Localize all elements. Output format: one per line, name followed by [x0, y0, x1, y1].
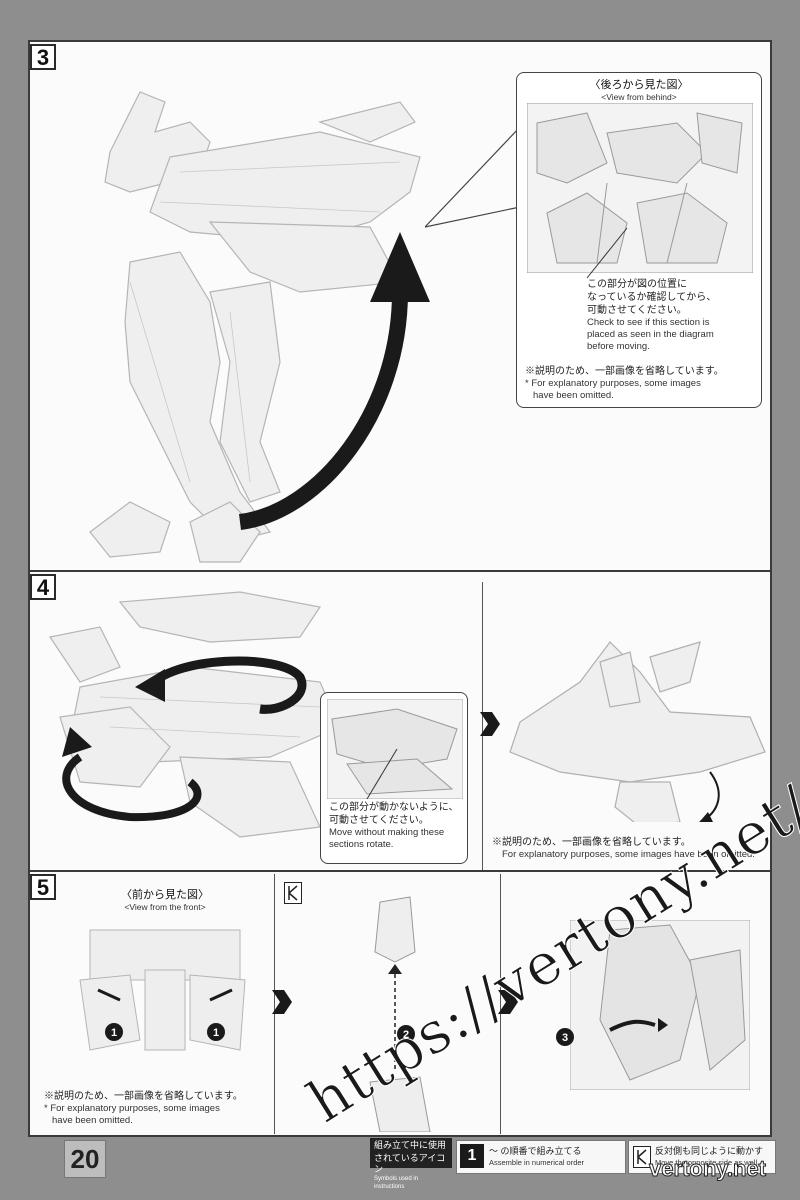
check-en-2: placed as seen in the diagram	[587, 329, 714, 340]
fixed-section-illustration	[327, 699, 463, 799]
step-4-robot-illustration	[49, 591, 341, 838]
step-3-callout-connector	[425, 127, 521, 228]
fixed-section-note: この部分が動かないように、 可動させてください。 Move without ma…	[329, 801, 465, 851]
step-3-number: 3	[30, 44, 56, 70]
rear-view-pointer	[586, 227, 628, 279]
opposite-en: Move the opposite side as well.	[655, 1158, 760, 1167]
opposite-side-icon	[633, 1146, 651, 1168]
check-jp-3: 可動させてください。	[587, 305, 687, 316]
front-view-marker-1a: 1	[111, 1027, 117, 1039]
step-5-divider-b	[500, 874, 501, 1134]
step-4-omission-note: ※説明のため、一部画像を省略しています。 For explanatory pur…	[492, 836, 772, 861]
fixed-en-2: sections rotate.	[329, 839, 394, 850]
step-4-inner-divider	[482, 582, 483, 872]
front-view-title-en: <View from the front>	[124, 902, 206, 912]
step-4-omit-en: For explanatory purposes, some images ha…	[502, 849, 755, 860]
opposite-jp: 反対側も同じように動かす	[655, 1146, 764, 1156]
step-5-number: 5	[30, 874, 56, 900]
step-5-part-attach-illustration: 2	[369, 896, 431, 1132]
legend-en: Symbols used in instructions	[374, 1176, 419, 1190]
step-4-result-illustration	[509, 641, 766, 822]
step-3-omit-en-1: * For explanatory purposes, some images	[525, 378, 701, 389]
check-en-3: before moving.	[587, 341, 650, 352]
rear-view-check-note: この部分が図の位置に なっているか確認してから、 可動させてください。 Chec…	[587, 278, 757, 353]
step-5-omission-note: ※説明のため、一部画像を省略しています。 * For explanatory p…	[44, 1090, 264, 1127]
check-en-1: Check to see if this section is	[587, 317, 710, 328]
front-view-heading: 〈前から見た図〉 <View from the front>	[80, 886, 250, 912]
step-5-next-arrow-icon-a	[272, 990, 292, 1014]
step-4-number: 4	[30, 574, 56, 600]
rear-view-title-jp: 〈後ろから見た図〉	[589, 79, 689, 91]
step-5-next-arrow-icon-b	[498, 990, 518, 1014]
order-legend: 1 〜 の順番で組み立てる Assemble in numerical orde…	[456, 1140, 626, 1174]
legend-jp-2: されているアイコン	[374, 1153, 446, 1174]
step-3-omission-note: ※説明のため、一部画像を省略しています。 * For explanatory p…	[525, 365, 755, 402]
front-view-illustration: 1 1	[79, 929, 246, 1051]
order-jp: 〜 の順番で組み立てる	[489, 1146, 582, 1156]
rear-view-illustration	[527, 103, 753, 273]
front-view-marker-1b: 1	[213, 1027, 219, 1039]
fixed-jp-2: 可動させてください。	[329, 815, 429, 826]
front-view-title-jp: 〈前から見た図〉	[121, 889, 209, 901]
step-5-omit-jp: ※説明のため、一部画像を省略しています。	[44, 1091, 243, 1102]
order-en: Assemble in numerical order	[489, 1158, 585, 1167]
opposite-side-icon-a	[284, 882, 302, 904]
page-number: 20	[64, 1140, 106, 1178]
final-marker-3-text: 3	[562, 1032, 568, 1044]
step-3-robot-illustration	[89, 91, 421, 563]
step-5-omit-en-1: * For explanatory purposes, some images	[44, 1103, 220, 1114]
icon-legend-label: 組み立て中に使用 されているアイコン Symbols used in instr…	[370, 1138, 452, 1190]
rear-view-title-en: <View from behind>	[601, 92, 677, 102]
step-5-final-illustration	[570, 920, 750, 1090]
step-3-omit-jp: ※説明のため、一部画像を省略しています。	[525, 366, 724, 377]
legend-jp-1: 組み立て中に使用	[374, 1140, 447, 1150]
check-jp-1: この部分が図の位置に	[587, 279, 687, 290]
watermark-corner: vertony.net	[649, 1156, 767, 1182]
step-3-omit-en-2: have been omitted.	[533, 390, 614, 401]
step-5-divider-a	[274, 874, 275, 1134]
opposite-legend: 反対側も同じように動かす Move the opposite side as w…	[628, 1140, 776, 1174]
final-marker-3: 3	[556, 1028, 574, 1046]
step-3-rear-view-callout: 〈後ろから見た図〉 <View from behind> この部分が図の位置に	[516, 72, 762, 408]
step-5-omit-en-2: have been omitted.	[52, 1115, 133, 1126]
step-4-fixed-section-callout: この部分が動かないように、 可動させてください。 Move without ma…	[320, 692, 468, 864]
fixed-en-1: Move without making these	[329, 827, 445, 838]
step-3-lift-arrow	[238, 232, 430, 530]
step-4-next-arrow-icon	[480, 712, 500, 736]
step-4-5-divider	[30, 870, 770, 872]
check-jp-2: なっているか確認してから、	[587, 292, 717, 303]
step-3-4-divider	[30, 570, 770, 572]
manual-page-frame: 3	[28, 40, 772, 1137]
fixed-jp-1: この部分が動かないように、	[329, 802, 459, 813]
order-icon: 1	[460, 1144, 484, 1168]
attach-marker-2: 2	[403, 1029, 409, 1041]
step-4-omit-jp: ※説明のため、一部画像を省略しています。	[492, 837, 691, 848]
